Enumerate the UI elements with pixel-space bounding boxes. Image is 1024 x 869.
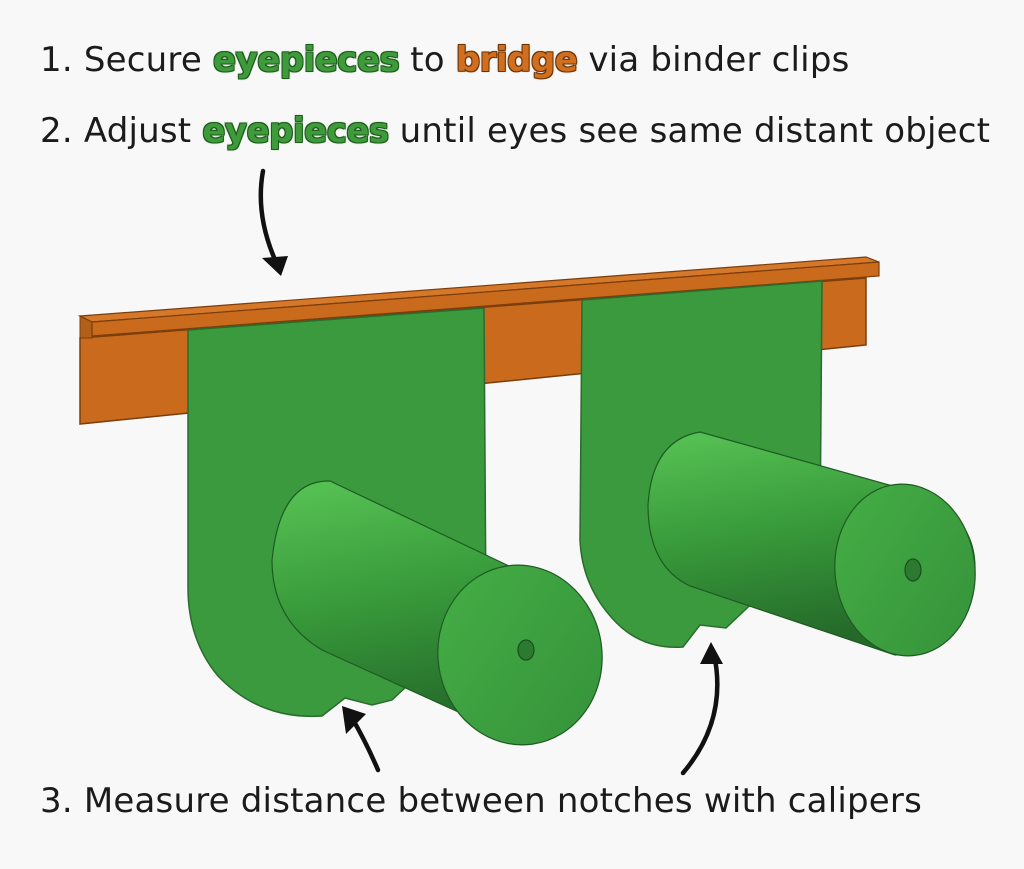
- step-3-instruction: 3. Measure distance between notches with…: [40, 781, 922, 821]
- step-3-number: 3.: [40, 781, 73, 821]
- arrowhead-right-notch: [700, 642, 723, 664]
- step-2-number: 2.: [40, 111, 73, 151]
- step-3-text: Measure distance between notches with ca…: [83, 781, 922, 821]
- step-1-instruction: 1. Secure eyepieces to bridge via binder…: [40, 40, 850, 80]
- arrow-to-bridge: [258, 168, 279, 265]
- arrowhead-bridge: [262, 256, 288, 276]
- step-2-eyepieces-highlight: eyepieces: [202, 111, 389, 151]
- eyepiece-left: [187, 307, 603, 746]
- arrowheads: [262, 256, 723, 734]
- step-1-text-middle: to: [410, 40, 445, 80]
- step-2-text-after: until eyes see same distant object: [399, 111, 991, 151]
- bridge-lip: [79, 315, 93, 339]
- arrow-to-left-notch: [349, 715, 381, 773]
- eyepiece-right-hole: [904, 558, 922, 582]
- bridge-top-rail: [91, 261, 880, 337]
- step-1-text-after: via binder clips: [588, 40, 850, 80]
- step-2-text-before: Adjust: [83, 111, 192, 151]
- step-2-instruction: 2. Adjust eyepieces until eyes see same …: [40, 111, 990, 151]
- step-1-bridge-highlight: bridge: [455, 40, 578, 80]
- step-1-number: 1.: [40, 40, 73, 80]
- arrow-to-right-notch: [680, 651, 720, 776]
- arrowhead-left-notch: [342, 706, 366, 734]
- step-1-eyepieces-highlight: eyepieces: [212, 40, 400, 80]
- eyepiece-right: [579, 280, 976, 657]
- step-1-text-before: Secure: [83, 40, 202, 80]
- eyepiece-left-hole: [517, 639, 535, 661]
